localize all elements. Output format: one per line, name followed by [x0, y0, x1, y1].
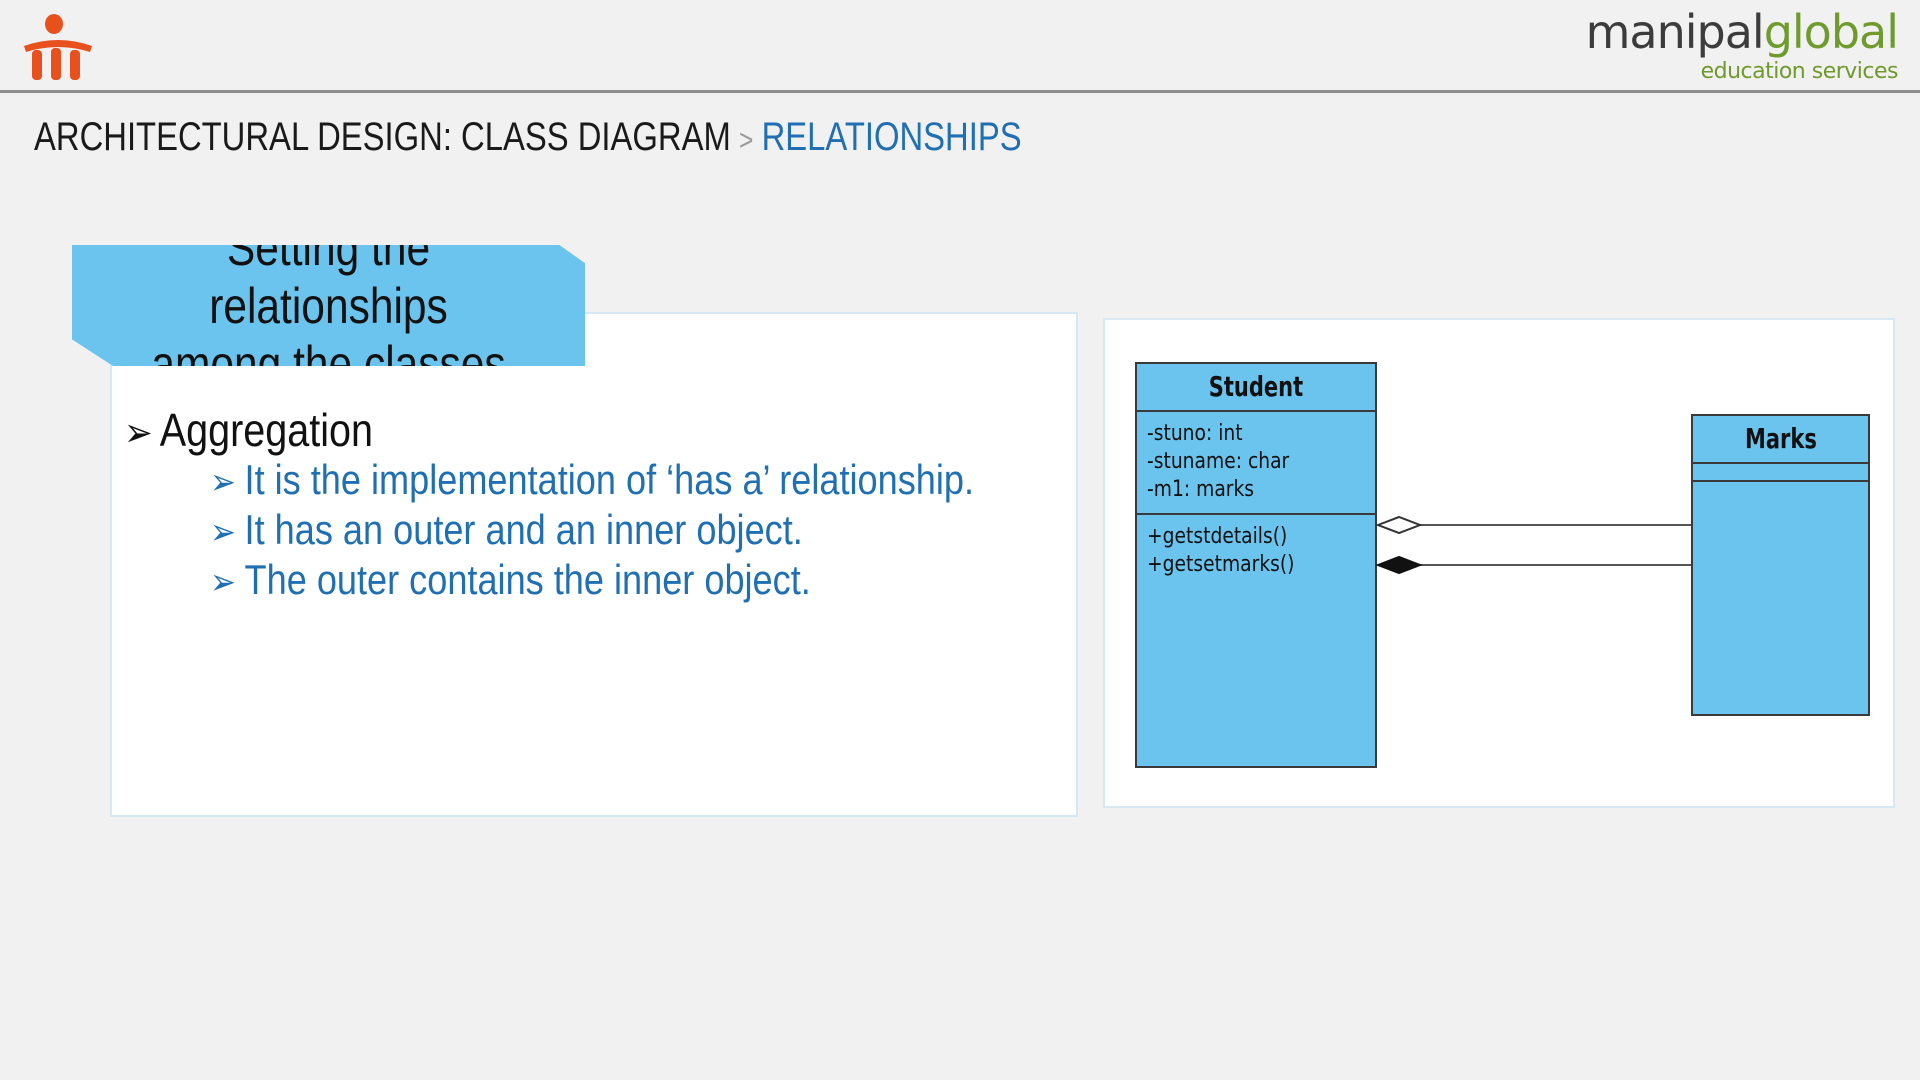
uml-class-student: Student -stuno: int -stuname: char -m1: … — [1135, 362, 1377, 768]
section-title-banner: Setting the relationships among the clas… — [72, 245, 585, 366]
uml-class-name: Student — [1137, 364, 1375, 412]
brand-logo: manipalglobal education services — [1585, 5, 1899, 84]
uml-attribute: -stuname: char — [1147, 449, 1290, 474]
header: manipalglobal education services — [0, 0, 1920, 93]
breadcrumb-current: RELATIONSHIPS — [761, 115, 1022, 159]
sub-bullet: ➢It is the implementation of ‘has a’ rel… — [210, 456, 975, 503]
breadcrumb-separator: > — [739, 124, 754, 157]
uml-class-name: Marks — [1693, 416, 1868, 464]
breadcrumb: ARCHITECTURAL DESIGN: CLASS DIAGRAM>RELA… — [34, 112, 1022, 162]
main-bullet-text: Aggregation — [159, 404, 374, 456]
uml-class-marks: Marks — [1691, 414, 1870, 716]
uml-attribute: -stuno: int — [1147, 421, 1243, 446]
bullet-arrow-icon: ➢ — [210, 561, 236, 602]
brand-name: manipalglobal — [1585, 5, 1899, 59]
header-divider — [0, 90, 1920, 93]
bullet-arrow-icon: ➢ — [210, 461, 236, 502]
uml-attributes: -stuno: int -stuname: char -m1: marks — [1137, 412, 1375, 515]
bullet-arrow-icon: ➢ — [210, 511, 236, 552]
uml-attributes — [1693, 464, 1868, 482]
uml-attribute: -m1: marks — [1147, 477, 1255, 502]
uml-operation: +getstdetails() — [1147, 524, 1288, 549]
main-bullet: ➢Aggregation — [124, 402, 373, 458]
bullet-arrow-icon: ➢ — [124, 411, 153, 455]
sub-bullet-list: ➢It is the implementation of ‘has a’ rel… — [210, 455, 1098, 605]
manipal-logo-icon — [24, 14, 92, 80]
sub-bullet: ➢The outer contains the inner object. — [210, 556, 811, 603]
brand-tagline: education services — [1700, 59, 1899, 84]
uml-operation: +getsetmarks() — [1147, 552, 1295, 577]
uml-operations: +getstdetails() +getsetmarks() — [1137, 515, 1375, 579]
section-title: Setting the relationships among the clas… — [151, 219, 506, 392]
content-panel — [110, 312, 1078, 817]
sub-bullet: ➢It has an outer and an inner object. — [210, 506, 803, 553]
breadcrumb-root: ARCHITECTURAL DESIGN: CLASS DIAGRAM — [34, 115, 731, 159]
